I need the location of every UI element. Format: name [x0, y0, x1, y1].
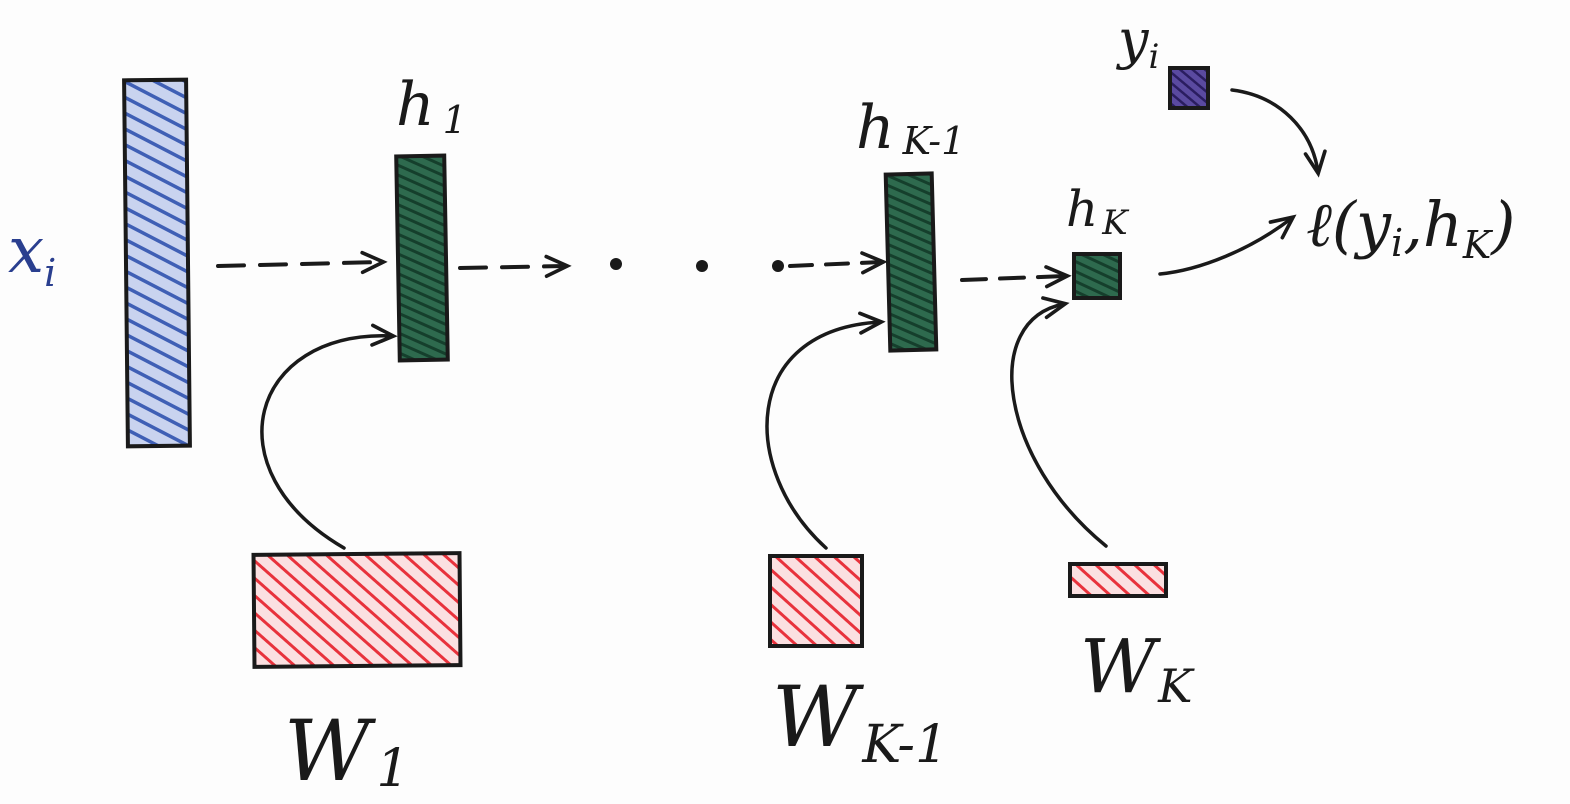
arrow-target-to-loss [1230, 88, 1318, 172]
weight-matrix-1 [251, 551, 463, 669]
target-vector [1168, 66, 1210, 110]
hidden-vector-k [1072, 252, 1122, 300]
ellipsis-dot [696, 260, 708, 272]
forward-arrow-dots-to-hk-minus-1 [788, 262, 882, 266]
target-label: yi [1116, 8, 1159, 77]
hidden-vector-k-minus-1 [883, 171, 939, 353]
hidden-vector-1 [394, 153, 450, 363]
weight-label-k: WK [1080, 624, 1195, 713]
weight-label-k-minus-1: WK-1 [772, 668, 948, 775]
arrow-w1-to-h1 [260, 336, 392, 550]
arrow-w-k-minus-1-to-hk-minus-1 [765, 322, 880, 550]
forward-arrow-h1-onward [458, 266, 566, 268]
input-vector [122, 77, 192, 449]
loss-label: ℓ(yi,hK) [1306, 188, 1515, 267]
weight-matrix-k-minus-1 [768, 554, 864, 648]
ellipsis-dot [610, 258, 622, 270]
ellipsis-dot [772, 260, 784, 272]
arrow-hk-to-loss [1158, 218, 1292, 276]
forward-arrow-hk-minus-1-to-hk [960, 276, 1066, 280]
forward-arrow-input-to-h1 [216, 262, 382, 266]
arrow-wk-to-hk [1010, 304, 1108, 548]
weight-matrix-k [1068, 562, 1168, 598]
input-label: xi [8, 214, 56, 295]
